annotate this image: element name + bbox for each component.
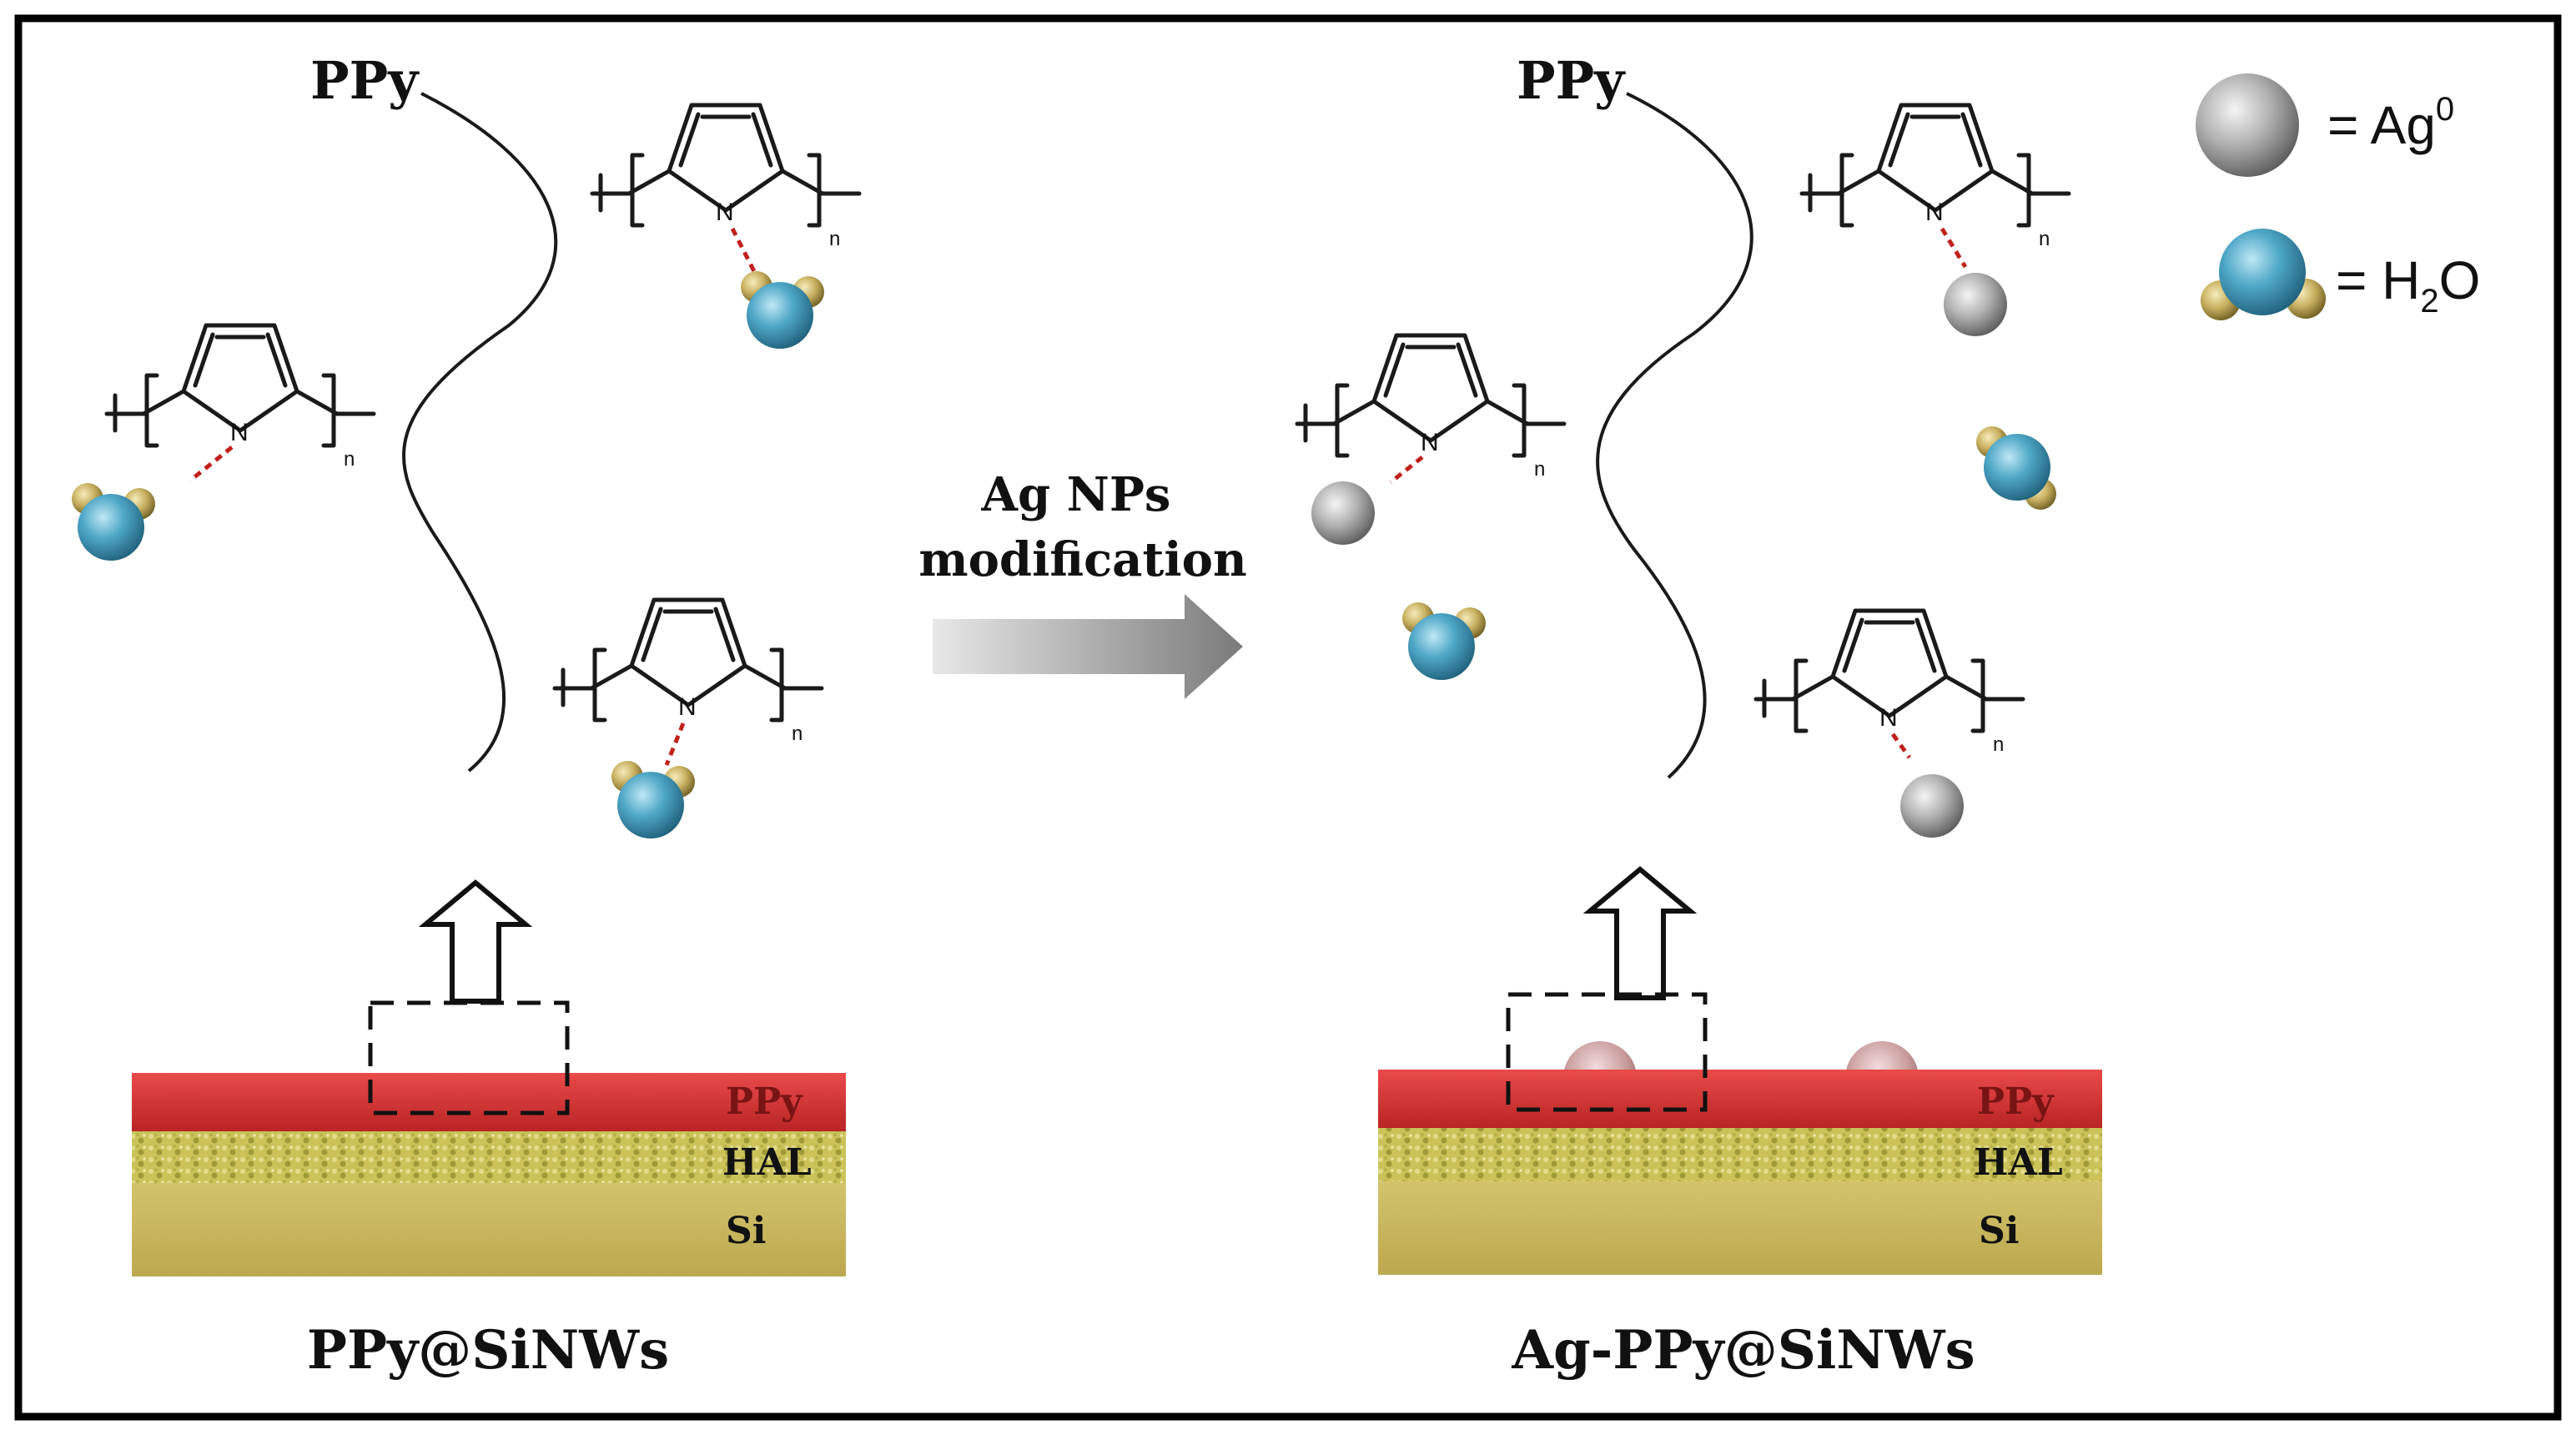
left-layer-label-hal: HAL (722, 1141, 812, 1184)
process-step: Ag NPs modification (918, 467, 1247, 699)
nitrogen-label: N (716, 199, 734, 226)
process-label-line2: modification (918, 532, 1246, 587)
left-layer-label-ppy: PPy (726, 1080, 803, 1123)
right-zoom-arrow (1582, 866, 1698, 1000)
legend-water-label: = H2O (2336, 250, 2480, 320)
right-substrate-stack: PPy HAL Si (1378, 1041, 2102, 1275)
left-hal-layer (132, 1131, 846, 1183)
left-layer-label-si: Si (726, 1210, 767, 1252)
left-zoom-arrow (418, 879, 533, 1004)
nitrogen-label: N (1879, 704, 1898, 732)
repeat-subscript: n (2039, 228, 2050, 250)
right-silver-nanoparticle-2 (1311, 481, 1375, 545)
right-si-layer (1378, 1181, 2102, 1275)
right-panel: PPy N n N n N n (1297, 50, 2102, 1382)
right-pyrrole-unit-3: N n (1756, 611, 2023, 759)
left-si-layer (132, 1183, 846, 1276)
repeat-subscript: n (1993, 733, 2004, 756)
left-caption: PPy@SiNWs (307, 1319, 669, 1382)
right-hal-layer (1378, 1128, 2102, 1181)
legend-water-swatch (2201, 229, 2326, 320)
legend: = Ag0 = H2O (2196, 73, 2480, 320)
right-pyrrole-unit-1: N n (1802, 105, 2069, 269)
right-layer-label-si: Si (1979, 1210, 2020, 1252)
right-polymer-chain (1596, 92, 1753, 779)
left-panel: PPy N n N n N n (72, 50, 859, 1382)
nitrogen-label: N (1925, 199, 1944, 226)
repeat-subscript: n (792, 723, 802, 745)
left-pyrrole-unit-1: N n (592, 105, 859, 283)
right-polymer-label: PPy (1517, 50, 1626, 111)
repeat-subscript: n (1534, 458, 1545, 481)
left-substrate-stack: PPy HAL Si (132, 1073, 846, 1276)
right-layer-label-hal: HAL (1974, 1141, 2063, 1184)
legend-silver-swatch (2196, 73, 2299, 177)
nitrogen-label: N (678, 693, 697, 721)
right-ppy-layer (1378, 1070, 2102, 1128)
process-label-line1: Ag NPs (981, 467, 1171, 522)
nitrogen-label: N (230, 419, 249, 446)
left-polymer-chain (401, 92, 558, 773)
left-zoom-box (368, 1000, 570, 1115)
right-silver-nanoparticle-3 (1900, 774, 1964, 838)
right-caption: Ag-PPy@SiNWs (1511, 1319, 1975, 1382)
right-zoom-box (1506, 992, 1708, 1112)
left-ppy-layer (132, 1073, 846, 1131)
left-pyrrole-unit-2: N n (107, 325, 374, 482)
process-arrow (933, 594, 1243, 699)
nitrogen-label: N (1421, 429, 1439, 456)
right-pyrrole-unit-2: N n (1297, 335, 1564, 484)
right-silver-nanoparticle-1 (1944, 273, 2007, 336)
legend-silver-label: = Ag0 (2327, 91, 2454, 155)
repeat-subscript: n (829, 228, 840, 250)
left-polymer-label: PPy (310, 50, 420, 111)
repeat-subscript: n (344, 448, 355, 471)
left-pyrrole-unit-3: N n (555, 600, 822, 766)
right-layer-label-ppy: PPy (1977, 1080, 2055, 1123)
